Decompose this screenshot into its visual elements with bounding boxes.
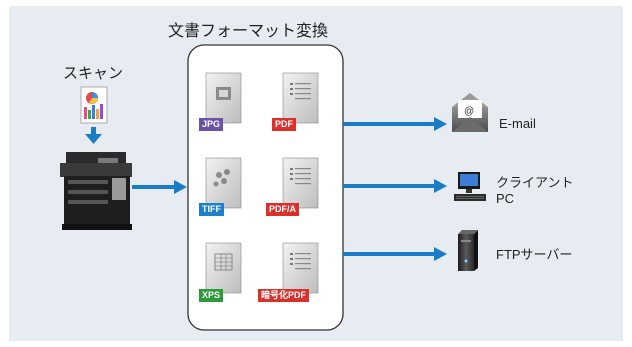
doc-pdfa-icon [282,157,319,209]
format-badge-encrypted-pdf: 暗号化PDF [258,289,310,302]
format-badge-jpg: JPG [199,118,224,131]
format-badge-tiff: TIFF [199,203,224,216]
server-tower-icon [458,230,478,271]
doc-tiff-icon [205,157,242,209]
arrow-to-client-pc [343,179,447,193]
format-badge-pdfa: PDF/A [266,203,299,216]
doc-encrypted-pdf-icon [282,242,319,294]
printer-icon [60,152,132,230]
destination-ftp-label: FTPサーバー [496,247,573,262]
format-badge-xps: XPS [199,289,224,302]
arrow-to-ftp-server [343,247,447,261]
mail-envelope-icon: @ [452,93,488,132]
doc-xps-icon [205,242,242,294]
destination-client-label: クライアント [496,175,574,190]
doc-jpg-icon [205,72,242,124]
arrow-printer-to-box [132,180,187,194]
destination-pc-label: PC [496,191,515,206]
diagram-title: 文書フォーマット変換 [168,21,329,40]
doc-pdf-icon [282,72,319,124]
destination-email-label: E-mail [499,116,536,131]
svg-text:@: @ [464,106,474,117]
arrow-to-email [343,117,447,131]
scan-document-icon [80,86,108,124]
scan-down-arrow [85,127,102,144]
scan-label: スキャン [63,64,124,82]
format-badge-pdf: PDF [272,118,296,131]
computer-pc-icon [454,172,486,201]
